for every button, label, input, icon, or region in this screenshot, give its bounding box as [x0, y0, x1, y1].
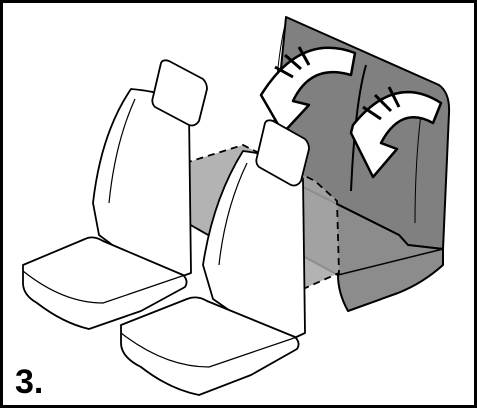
step-number-label: 3.: [15, 363, 44, 401]
front-left-headrest: [151, 59, 208, 127]
fold-arrow-right: [349, 86, 443, 179]
front-seat-right: [120, 119, 310, 396]
front-seat-left: [22, 59, 208, 330]
seat-folding-illustration: [22, 16, 451, 396]
fold-arrow-left: [259, 46, 357, 135]
rear-backrest-seam: [350, 64, 367, 192]
front-left-cushion: [22, 236, 188, 330]
front-right-cushion: [120, 296, 300, 396]
front-right-headrest: [255, 119, 310, 187]
